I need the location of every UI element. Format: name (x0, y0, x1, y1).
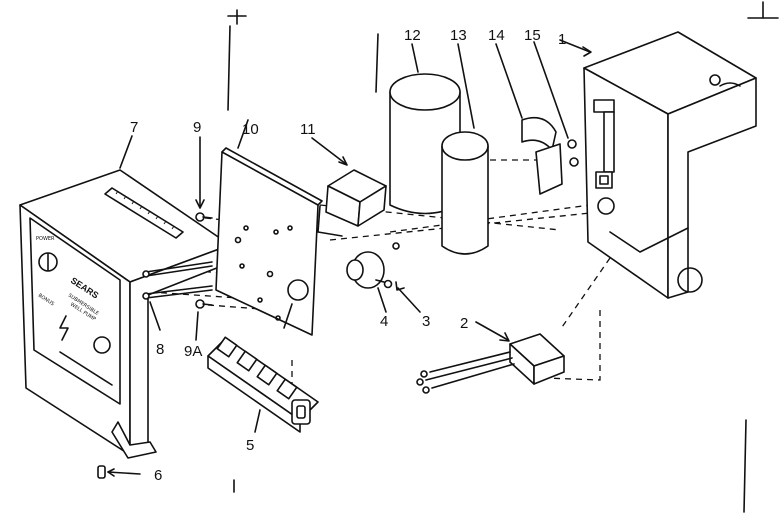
relay (311, 137, 387, 237)
callout-13: 13 (450, 27, 467, 44)
capacitor-small (441, 43, 489, 255)
mounting-plate (215, 119, 323, 336)
callout-7: 7 (130, 119, 138, 136)
rear-housing (559, 31, 757, 299)
callout-5: 5 (246, 437, 254, 454)
callout-12: 12 (404, 27, 421, 44)
reset-knob (93, 336, 111, 354)
callout-1: 1 (558, 31, 566, 48)
screw-3 (375, 242, 421, 313)
terminal-strip (207, 336, 319, 433)
callout-4: 4 (380, 313, 388, 330)
callout-leaders (119, 135, 293, 433)
lead-assembly (416, 321, 565, 394)
screw-6 (97, 465, 141, 479)
screw-9 (195, 136, 213, 222)
callout-labels: 1 2 3 4 5 6 7 8 9 9A 10 11 12 13 14 15 (130, 27, 566, 484)
callout-9: 9 (193, 119, 201, 136)
long-screws-8 (142, 261, 213, 300)
callout-3: 3 (422, 313, 430, 330)
callout-10: 10 (242, 121, 259, 138)
capacitor-clamp (495, 43, 563, 195)
screw-9a (195, 299, 213, 341)
callout-2: 2 (460, 315, 468, 332)
cover-power-text: POWER (36, 236, 55, 242)
callout-6: 6 (154, 467, 162, 484)
pressure-switch (346, 251, 387, 313)
callout-14: 14 (488, 27, 505, 44)
guide-marks (227, 1, 779, 513)
callout-15: 15 (524, 27, 541, 44)
callout-9a: 9A (184, 343, 202, 360)
hex-nuts (533, 41, 579, 167)
cover-slot-pattern (115, 190, 175, 230)
power-light (38, 252, 58, 272)
callout-11: 11 (300, 121, 316, 138)
callout-8: 8 (156, 341, 164, 358)
